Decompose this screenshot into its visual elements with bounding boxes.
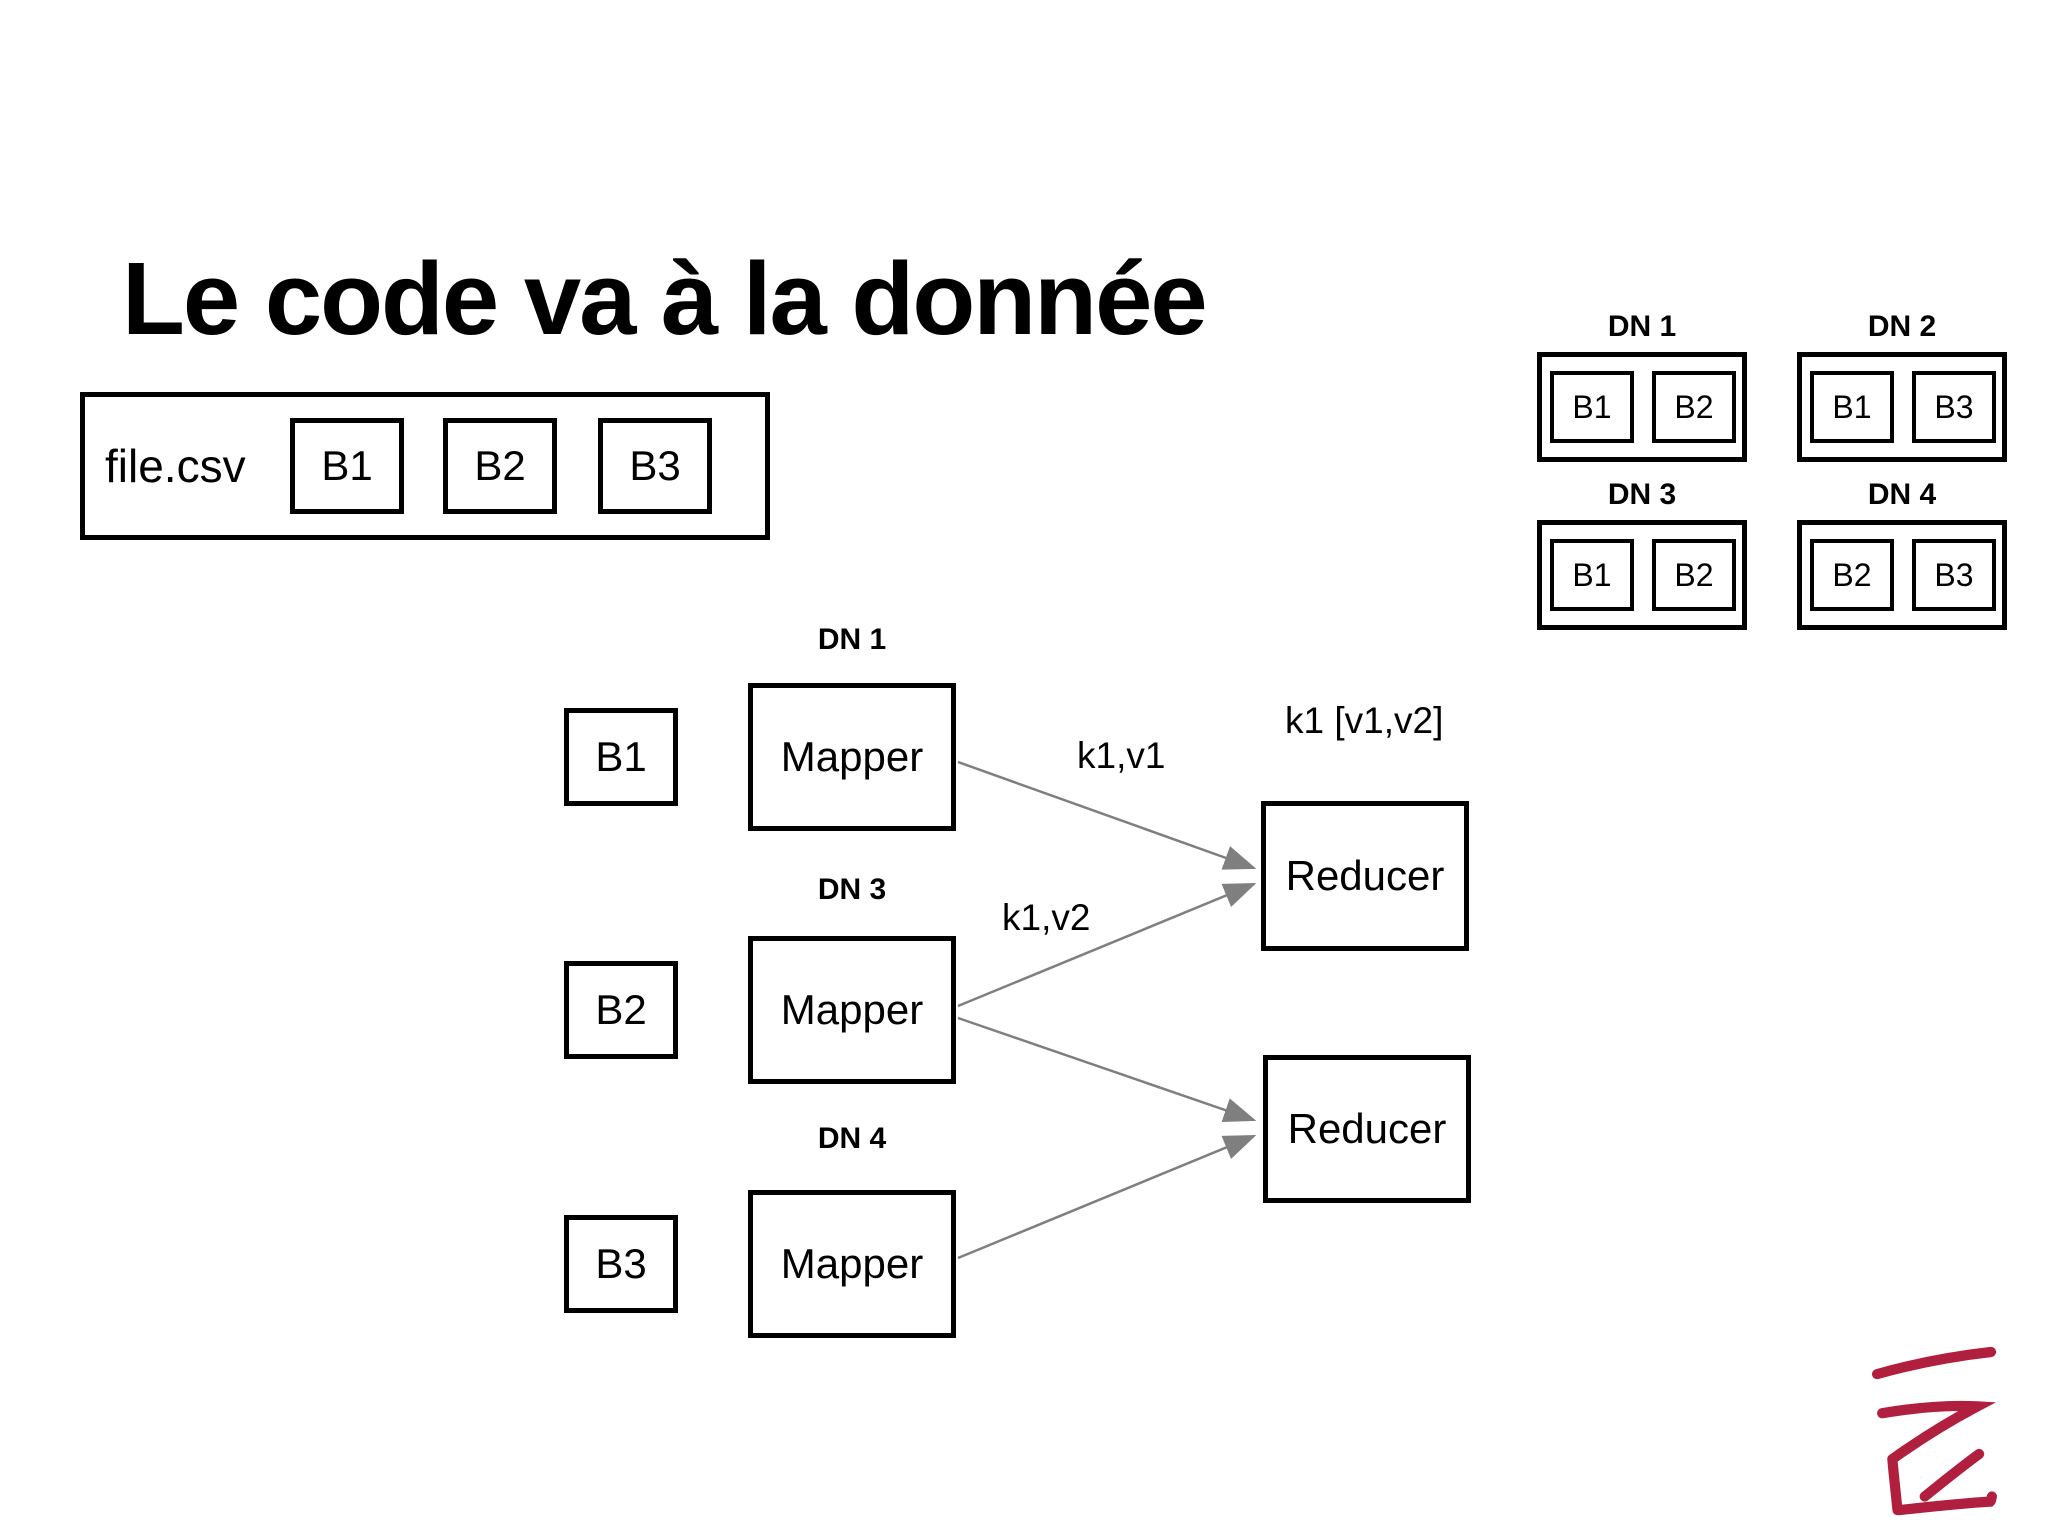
file-name-label: file.csv xyxy=(105,440,246,492)
red-signature-logo-icon xyxy=(1872,1346,1997,1516)
block-chip: B2 xyxy=(1810,539,1894,611)
datanode-name: DN 3 xyxy=(1607,478,1677,511)
mapper3-box: Mapper xyxy=(748,1190,956,1338)
datanode-name: DN 4 xyxy=(1867,478,1937,511)
mapper3-dn-label: DN 4 xyxy=(817,1122,887,1155)
arrow-mapper3-to-reducer2 xyxy=(957,1134,1257,1260)
input-block-b3: B3 xyxy=(564,1215,678,1313)
block-chip: B1 xyxy=(1550,371,1634,443)
datanode-name: DN 1 xyxy=(1607,310,1677,343)
datanode-card-dn2: DN 2 B1 B3 xyxy=(1797,310,2007,462)
edge-label-k1v1: k1,v1 xyxy=(1077,735,1166,776)
file-block-b2: B2 xyxy=(443,418,557,514)
mapper1-dn-label: DN 1 xyxy=(817,623,887,656)
edge-label-k1v2: k1,v2 xyxy=(1002,897,1091,938)
arrow-mapper1-to-reducer1 xyxy=(957,760,1257,870)
datanode-box: B2 B3 xyxy=(1797,520,2007,630)
reducer1-box: Reducer xyxy=(1261,801,1469,951)
file-csv-container: file.csv B1 B2 B3 xyxy=(80,392,770,540)
arrow-mapper2-to-reducer2 xyxy=(957,1016,1257,1123)
page-title: Le code va à la donnée xyxy=(122,241,1208,356)
reducer1-input-label: k1 [v1,v2] xyxy=(1285,700,1444,741)
datanode-box: B1 B2 xyxy=(1537,520,1747,630)
datanode-card-dn4: DN 4 B2 B3 xyxy=(1797,478,2007,630)
datanode-box: B1 B3 xyxy=(1797,352,2007,462)
datanode-name: DN 2 xyxy=(1867,310,1937,343)
block-chip: B2 xyxy=(1652,371,1736,443)
block-chip: B3 xyxy=(1912,371,1996,443)
mapper2-dn-label: DN 3 xyxy=(817,873,887,906)
block-chip: B2 xyxy=(1652,539,1736,611)
file-block-b3: B3 xyxy=(598,418,712,514)
file-block-b1: B1 xyxy=(290,418,404,514)
mapper1-box: Mapper xyxy=(748,683,956,831)
input-block-b2: B2 xyxy=(564,961,678,1059)
datanode-box: B1 B2 xyxy=(1537,352,1747,462)
datanode-card-dn1: DN 1 B1 B2 xyxy=(1537,310,1747,462)
input-block-b1: B1 xyxy=(564,708,678,806)
reducer2-box: Reducer xyxy=(1263,1055,1471,1203)
block-chip: B1 xyxy=(1550,539,1634,611)
block-chip: B1 xyxy=(1810,371,1894,443)
block-chip: B3 xyxy=(1912,539,1996,611)
datanode-card-dn3: DN 3 B1 B2 xyxy=(1537,478,1747,630)
mapper2-box: Mapper xyxy=(748,936,956,1084)
